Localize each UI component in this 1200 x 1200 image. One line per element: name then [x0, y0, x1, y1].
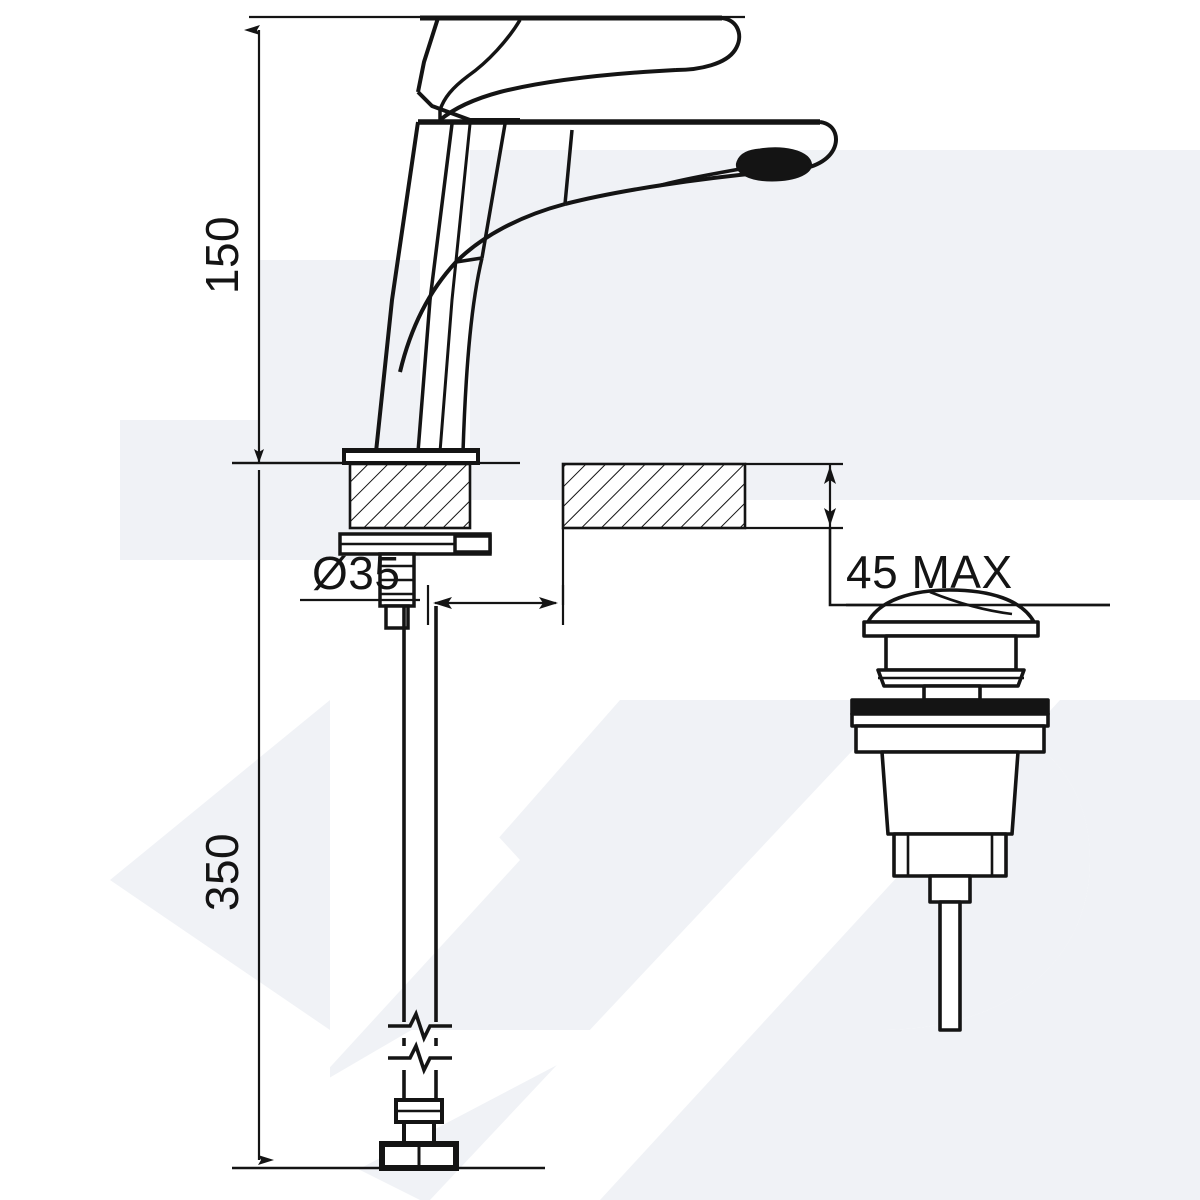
dimension-350: 350	[196, 470, 545, 1170]
dimension-hole-diameter: Ø35	[300, 547, 420, 602]
countertop-section-right	[561, 462, 843, 605]
hose-fitting	[379, 1098, 459, 1171]
mounting-bracket	[338, 532, 492, 630]
lever-handle	[416, 15, 742, 122]
break-symbol-lower	[388, 1041, 452, 1075]
dimension-hole-diameter-label: Ø35	[312, 547, 400, 599]
dimension-150-label: 150	[196, 216, 248, 294]
base-plate	[342, 448, 480, 465]
faucet-body	[374, 119, 838, 453]
popup-waste	[850, 588, 1050, 1032]
break-symbol-upper	[388, 1009, 452, 1043]
dimension-offset-horizontal	[426, 585, 565, 625]
flexible-hose	[388, 606, 452, 1100]
countertop-section-left	[232, 461, 472, 530]
dimension-45-max: 45 MAX	[824, 464, 1110, 607]
dimension-350-label: 350	[196, 833, 248, 911]
